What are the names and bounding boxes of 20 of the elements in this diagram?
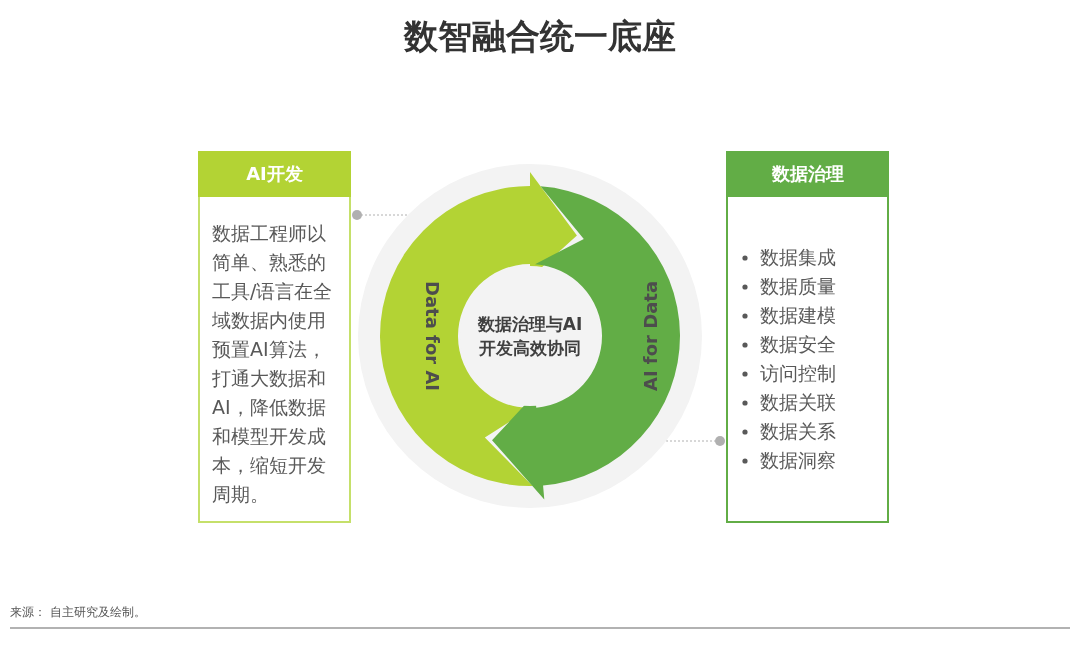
list-item: 数据建模 xyxy=(760,304,836,326)
info-card xyxy=(198,151,351,523)
card-header: AI开发 xyxy=(198,151,351,197)
arrow-label: AI for Data xyxy=(639,280,661,392)
leader-line xyxy=(352,210,409,220)
source-note: 来源： 自主研究及绘制。 xyxy=(10,604,146,621)
card-header: 数据治理 xyxy=(726,151,889,197)
list-item: 访问控制 xyxy=(760,362,836,384)
arrow-label: Data for AI xyxy=(421,280,443,392)
list-item: 数据质量 xyxy=(760,275,836,297)
description-text: 数据工程师以简单、熟悉的工具/语言在全域数据内使用预置AI算法，打通大数据和AI，降低数据和模型开发成本，缩短开发周期。 xyxy=(212,221,334,507)
info-card xyxy=(726,151,889,523)
list-item: 数据洞察 xyxy=(760,449,836,471)
leader-line xyxy=(665,436,725,446)
title: 数智融合统一底座 xyxy=(402,15,677,58)
list-item: 数据关联 xyxy=(760,391,836,413)
list-item: 数据集成 xyxy=(760,246,836,268)
center-text: 数据治理与AI开发高效协同 xyxy=(476,313,584,360)
list-item: 数据安全 xyxy=(760,333,836,355)
list-item: 数据关系 xyxy=(760,420,836,442)
